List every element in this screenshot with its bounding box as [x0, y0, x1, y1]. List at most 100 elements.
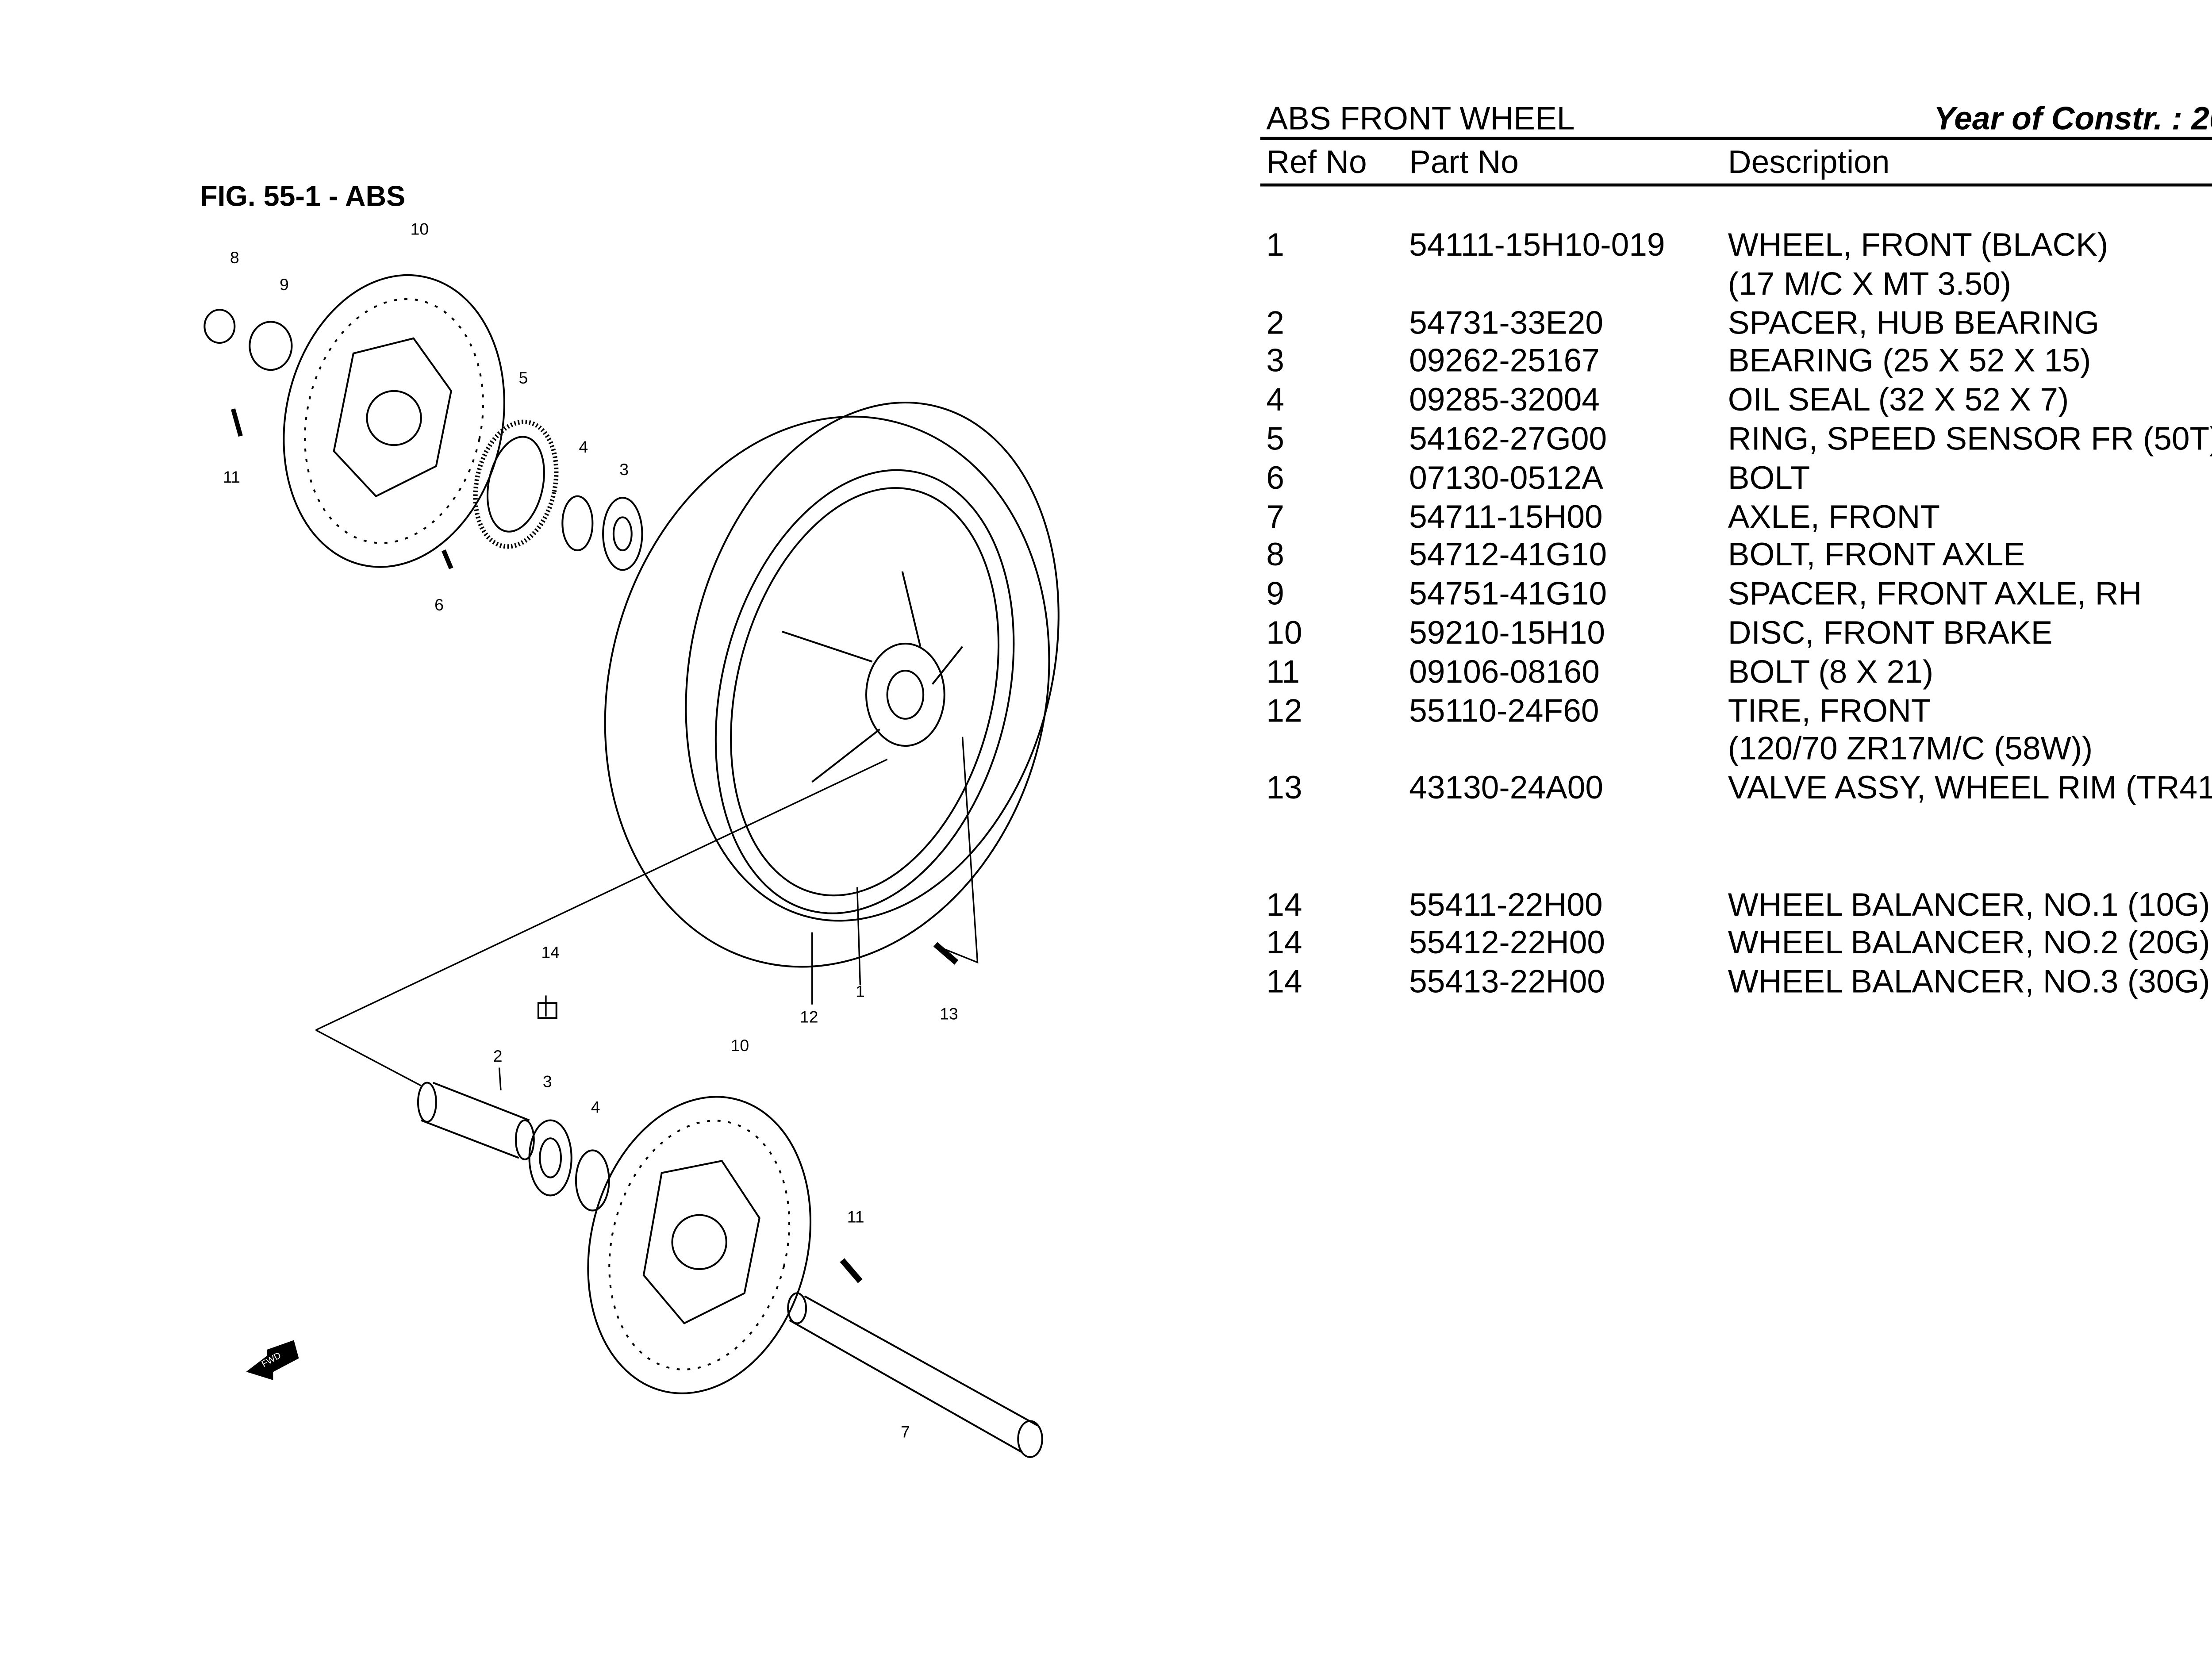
- description: WHEEL BALANCER, NO.2 (20G): [1728, 925, 2210, 962]
- part-no: 09106-08160: [1409, 654, 1600, 690]
- callout-6: 6: [434, 597, 444, 615]
- description: RING, SPEED SENSOR FR (50T): [1728, 421, 2212, 457]
- part-no: 59210-15H10: [1409, 615, 1605, 651]
- front-axle: [787, 1292, 1043, 1458]
- part-no: 54751-41G10: [1409, 576, 1607, 613]
- callout-13: 13: [940, 1006, 958, 1024]
- front-tire: [604, 402, 1060, 968]
- oil-seal-lower: [575, 1149, 610, 1212]
- part-no: 55412-22H00: [1409, 925, 1605, 962]
- description: BOLT (8 X 21): [1728, 654, 1934, 690]
- part-no: 54731-33E20: [1409, 304, 1604, 341]
- brake-disc-upper: [283, 274, 505, 568]
- description: BEARING (25 X 52 X 15): [1728, 343, 2091, 380]
- callout-4-lower: 4: [591, 1099, 600, 1117]
- description-detail: (120/70 ZR17M/C (58W)): [1728, 731, 2093, 768]
- description: BOLT: [1728, 460, 1810, 496]
- wheel-balancer: [537, 1002, 557, 1019]
- parts-table-row: 10 59210-15H10 DISC, FRONT BRAKE: [1266, 615, 2212, 654]
- callout-10: 10: [410, 221, 429, 239]
- column-header-ref: Ref No: [1266, 144, 1367, 180]
- bearing-lower: [528, 1119, 572, 1197]
- ref-no: 14: [1266, 964, 1302, 1001]
- year-of-construction: Year of Constr. : 2013: [1934, 100, 2212, 137]
- figure-title: FIG. 55-1 - ABS: [200, 182, 406, 214]
- hub-spacer: [417, 1082, 535, 1160]
- callout-5: 5: [518, 370, 528, 388]
- callout-12: 12: [800, 1009, 818, 1027]
- axle-bolt: [204, 309, 293, 371]
- description: TIRE, FRONT: [1728, 692, 1931, 729]
- parts-table-row: 2 54731-33E20 SPACER, HUB BEARING: [1266, 305, 2212, 344]
- parts-table-row: 3 09262-25167 BEARING (25 X 52 X 15): [1266, 343, 2212, 382]
- column-header-part: Part No: [1409, 144, 1519, 180]
- description: SPACER, HUB BEARING: [1728, 304, 2100, 341]
- ref-no: 1: [1266, 227, 1284, 263]
- callout-10-lower: 10: [730, 1037, 749, 1056]
- parts-table-row: 8 54712-41G10 BOLT, FRONT AXLE: [1266, 537, 2212, 576]
- parts-table-row: 6 07130-0512A BOLT: [1266, 460, 2212, 499]
- description: AXLE, FRONT: [1728, 499, 1940, 535]
- ref-no: 12: [1266, 692, 1302, 729]
- part-no: 54711-15H00: [1409, 499, 1603, 535]
- ref-no: 3: [1266, 343, 1284, 380]
- ref-no: 14: [1266, 886, 1302, 923]
- description: DISC, FRONT BRAKE: [1728, 615, 2053, 651]
- callout-2: 2: [493, 1048, 503, 1067]
- ref-no: 10: [1266, 615, 1302, 651]
- parts-table-row: 14 55411-22H00 WHEEL BALANCER, NO.1 (10G): [1266, 886, 2212, 925]
- part-no: 07130-0512A: [1409, 460, 1604, 496]
- callout-3-lower: 3: [542, 1074, 552, 1092]
- part-no: 54712-41G10: [1409, 537, 1607, 574]
- rim-bolt-lower: [840, 942, 959, 1283]
- brake-disc-lower: [587, 1096, 812, 1394]
- description: SPACER, FRONT AXLE, RH: [1728, 576, 2142, 613]
- ref-no: 14: [1266, 925, 1302, 962]
- bearing-upper: [602, 497, 643, 571]
- parts-table-row: 5 54162-27G00 RING, SPEED SENSOR FR (50T): [1266, 421, 2212, 460]
- description: VALVE ASSY, WHEEL RIM (TR412): [1728, 770, 2212, 806]
- callout-3: 3: [619, 461, 629, 480]
- column-header-description: Description: [1728, 144, 1890, 180]
- part-no: 54111-15H10-019: [1409, 227, 1665, 263]
- parts-table-row: 9 54751-41G10 SPACER, FRONT AXLE, RH: [1266, 576, 2212, 615]
- ref-no: 5: [1266, 421, 1284, 457]
- fwd-arrow-icon: [246, 1340, 299, 1380]
- part-no: 09285-32004: [1409, 382, 1600, 418]
- part-no: 09262-25167: [1409, 343, 1600, 380]
- part-no: 55110-24F60: [1409, 692, 1599, 729]
- description: BOLT, FRONT AXLE: [1728, 537, 2025, 574]
- part-no: 54162-27G00: [1409, 421, 1607, 457]
- ref-no: 4: [1266, 382, 1284, 418]
- part-no: 55411-22H00: [1409, 886, 1603, 923]
- parts-table-row: 4 09285-32004 OIL SEAL (32 X 52 X 7): [1266, 382, 2212, 421]
- column-header-divider: [1260, 183, 2212, 186]
- leader-lines: [315, 737, 979, 1090]
- parts-table-row: 12 55110-24F60 TIRE, FRONT(120/70 ZR17M/C …: [1266, 692, 2212, 768]
- callout-1: 1: [855, 983, 865, 1002]
- part-no: 55413-22H00: [1409, 964, 1605, 1001]
- callout-9: 9: [280, 276, 289, 295]
- ref-no: 13: [1266, 770, 1302, 806]
- callout-11: 11: [223, 469, 240, 487]
- parts-table-row: 7 54711-15H00 AXLE, FRONT: [1266, 499, 2212, 537]
- description: WHEEL, FRONT (BLACK): [1728, 227, 2108, 263]
- description: OIL SEAL (32 X 52 X 7): [1728, 382, 2069, 418]
- speed-sensor-ring: [473, 419, 559, 549]
- callout-11-lower: 11: [847, 1209, 864, 1227]
- ref-no: 6: [1266, 460, 1284, 496]
- ref-no: 7: [1266, 499, 1284, 535]
- ref-no: 8: [1266, 537, 1284, 574]
- ref-no: 9: [1266, 576, 1284, 613]
- callout-4: 4: [579, 439, 588, 457]
- callout-8: 8: [230, 249, 239, 268]
- ref-no: 2: [1266, 304, 1284, 341]
- description: WHEEL BALANCER, NO.1 (10G): [1728, 886, 2210, 923]
- header-divider: [1260, 137, 2212, 139]
